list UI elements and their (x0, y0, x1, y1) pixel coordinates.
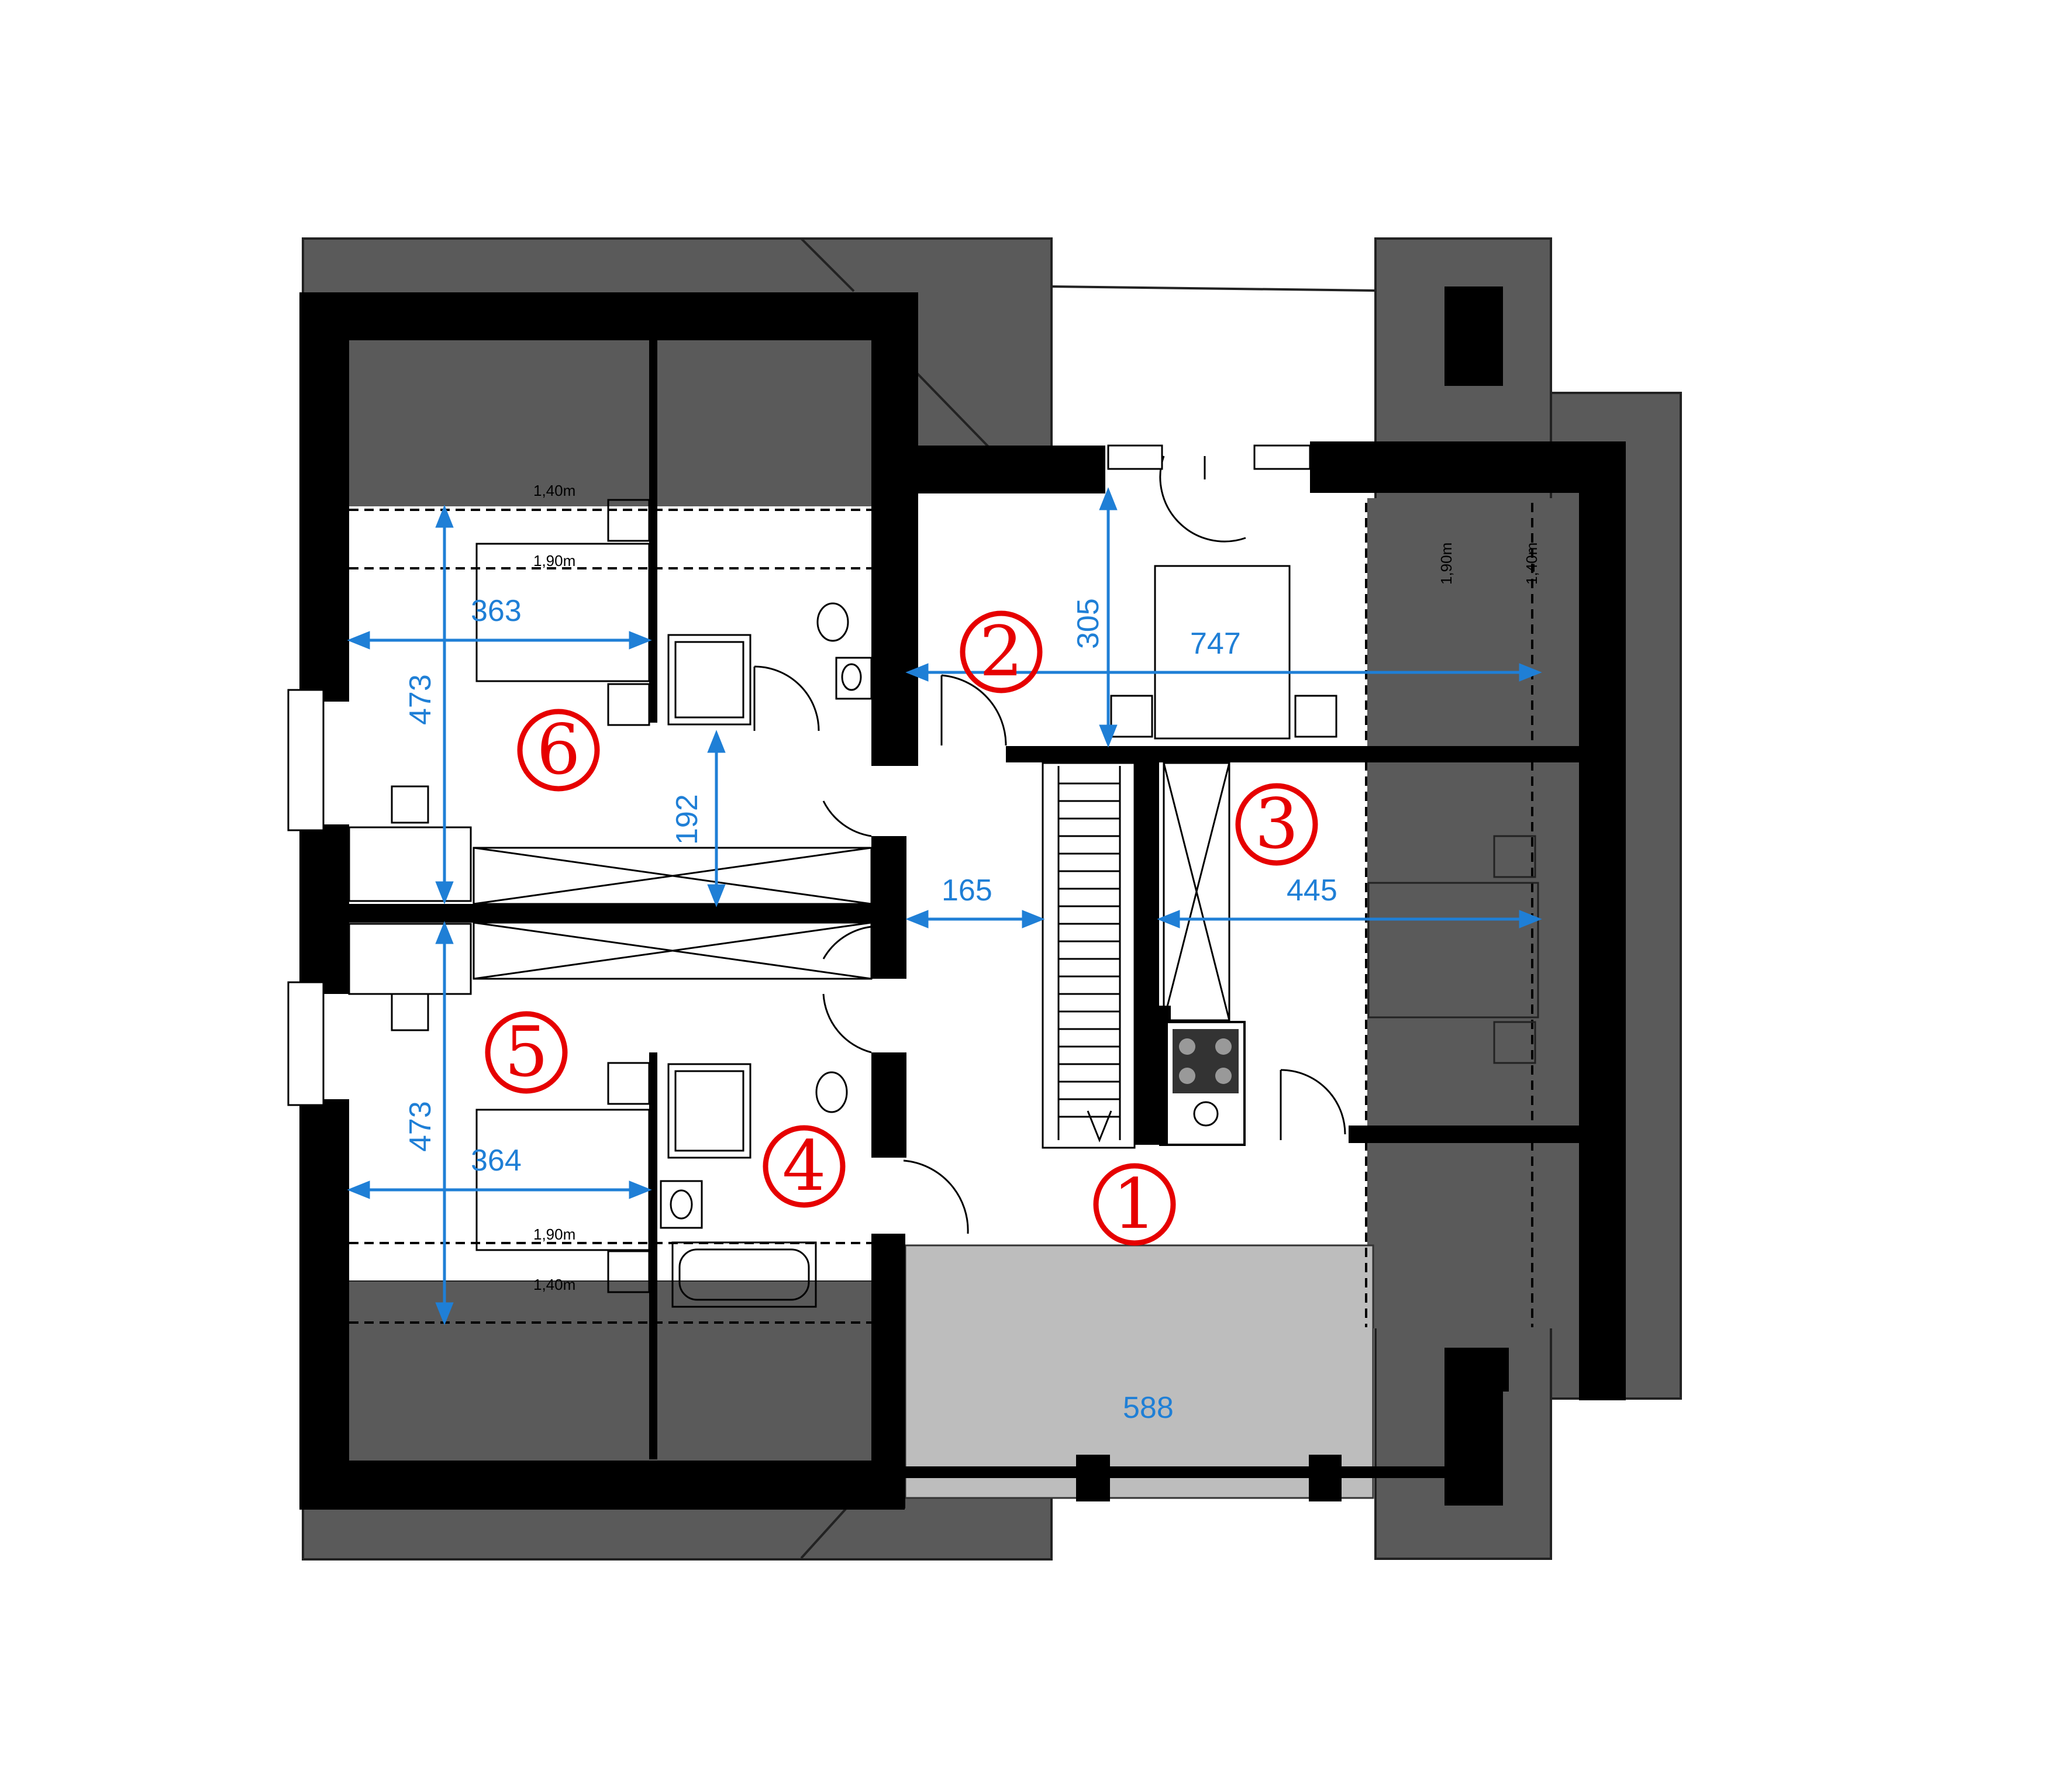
toilet-icon (815, 1071, 848, 1113)
door-swing-icon (753, 455, 1346, 1234)
knee-wall-lines (349, 503, 1533, 1327)
dim-room5-width: 364 (471, 1144, 522, 1178)
height-mark: 1,90m (533, 552, 575, 569)
stairs-icon (1042, 762, 1136, 1149)
dim-room6-width: 363 (471, 594, 522, 628)
room-numbers: 1 2 3 4 5 6 (485, 610, 1318, 1246)
dim-wardrobe-depth: 192 (670, 794, 704, 845)
terrace (904, 1244, 1374, 1499)
shower-icon (667, 634, 751, 726)
toilet-icon (816, 602, 849, 642)
room-number-5: 5 (485, 1011, 568, 1094)
window-icon (287, 444, 1311, 1106)
dim-room6-depth: 473 (404, 674, 437, 725)
room-number-3: 3 (1235, 783, 1318, 866)
room-number-6: 6 (517, 709, 600, 792)
height-mark: 1,90m (1437, 543, 1455, 585)
shower-icon (667, 1063, 751, 1159)
height-mark: 1,40m (533, 482, 575, 499)
height-mark: 1,40m (1523, 543, 1540, 585)
svg-text:2: 2 (979, 611, 1023, 692)
dim-room5-depth: 473 (404, 1101, 437, 1152)
svg-text:4: 4 (782, 1126, 826, 1206)
stove-icon (1166, 1021, 1246, 1146)
dimension-labels: 363 473 192 473 364 165 305 747 445 588 (404, 594, 1337, 1425)
dim-room3-width: 445 (1287, 874, 1337, 907)
room-number-2: 2 (960, 610, 1043, 693)
dim-terrace-width: 588 (1123, 1391, 1174, 1425)
svg-text:6: 6 (536, 709, 580, 790)
svg-text:5: 5 (504, 1011, 548, 1092)
sink-icon (660, 1180, 703, 1229)
svg-text:3: 3 (1254, 783, 1298, 864)
bed-icon (391, 499, 1539, 1293)
height-marks: 1,40m 1,90m 1,90m 1,40m 1,90m 1,40m (533, 482, 1540, 1293)
bathroom-fixtures (660, 602, 873, 1308)
bathtub-icon (671, 1241, 817, 1308)
room-number-4: 4 (763, 1125, 846, 1208)
sink-icon (835, 657, 873, 700)
svg-text:1: 1 (1112, 1164, 1156, 1244)
height-mark: 1,40m (533, 1276, 575, 1293)
dimension-lines (347, 487, 1542, 1325)
wardrobe-icon (348, 762, 1230, 1021)
dim-room2-depth: 305 (1071, 598, 1105, 649)
room-number-1: 1 (1093, 1163, 1176, 1246)
height-mark: 1,90m (533, 1225, 575, 1243)
dim-corridor-width: 165 (942, 874, 992, 907)
roof-right-inner (1366, 498, 1611, 1328)
dim-room2-width: 747 (1190, 627, 1241, 661)
walls (299, 286, 1626, 1510)
